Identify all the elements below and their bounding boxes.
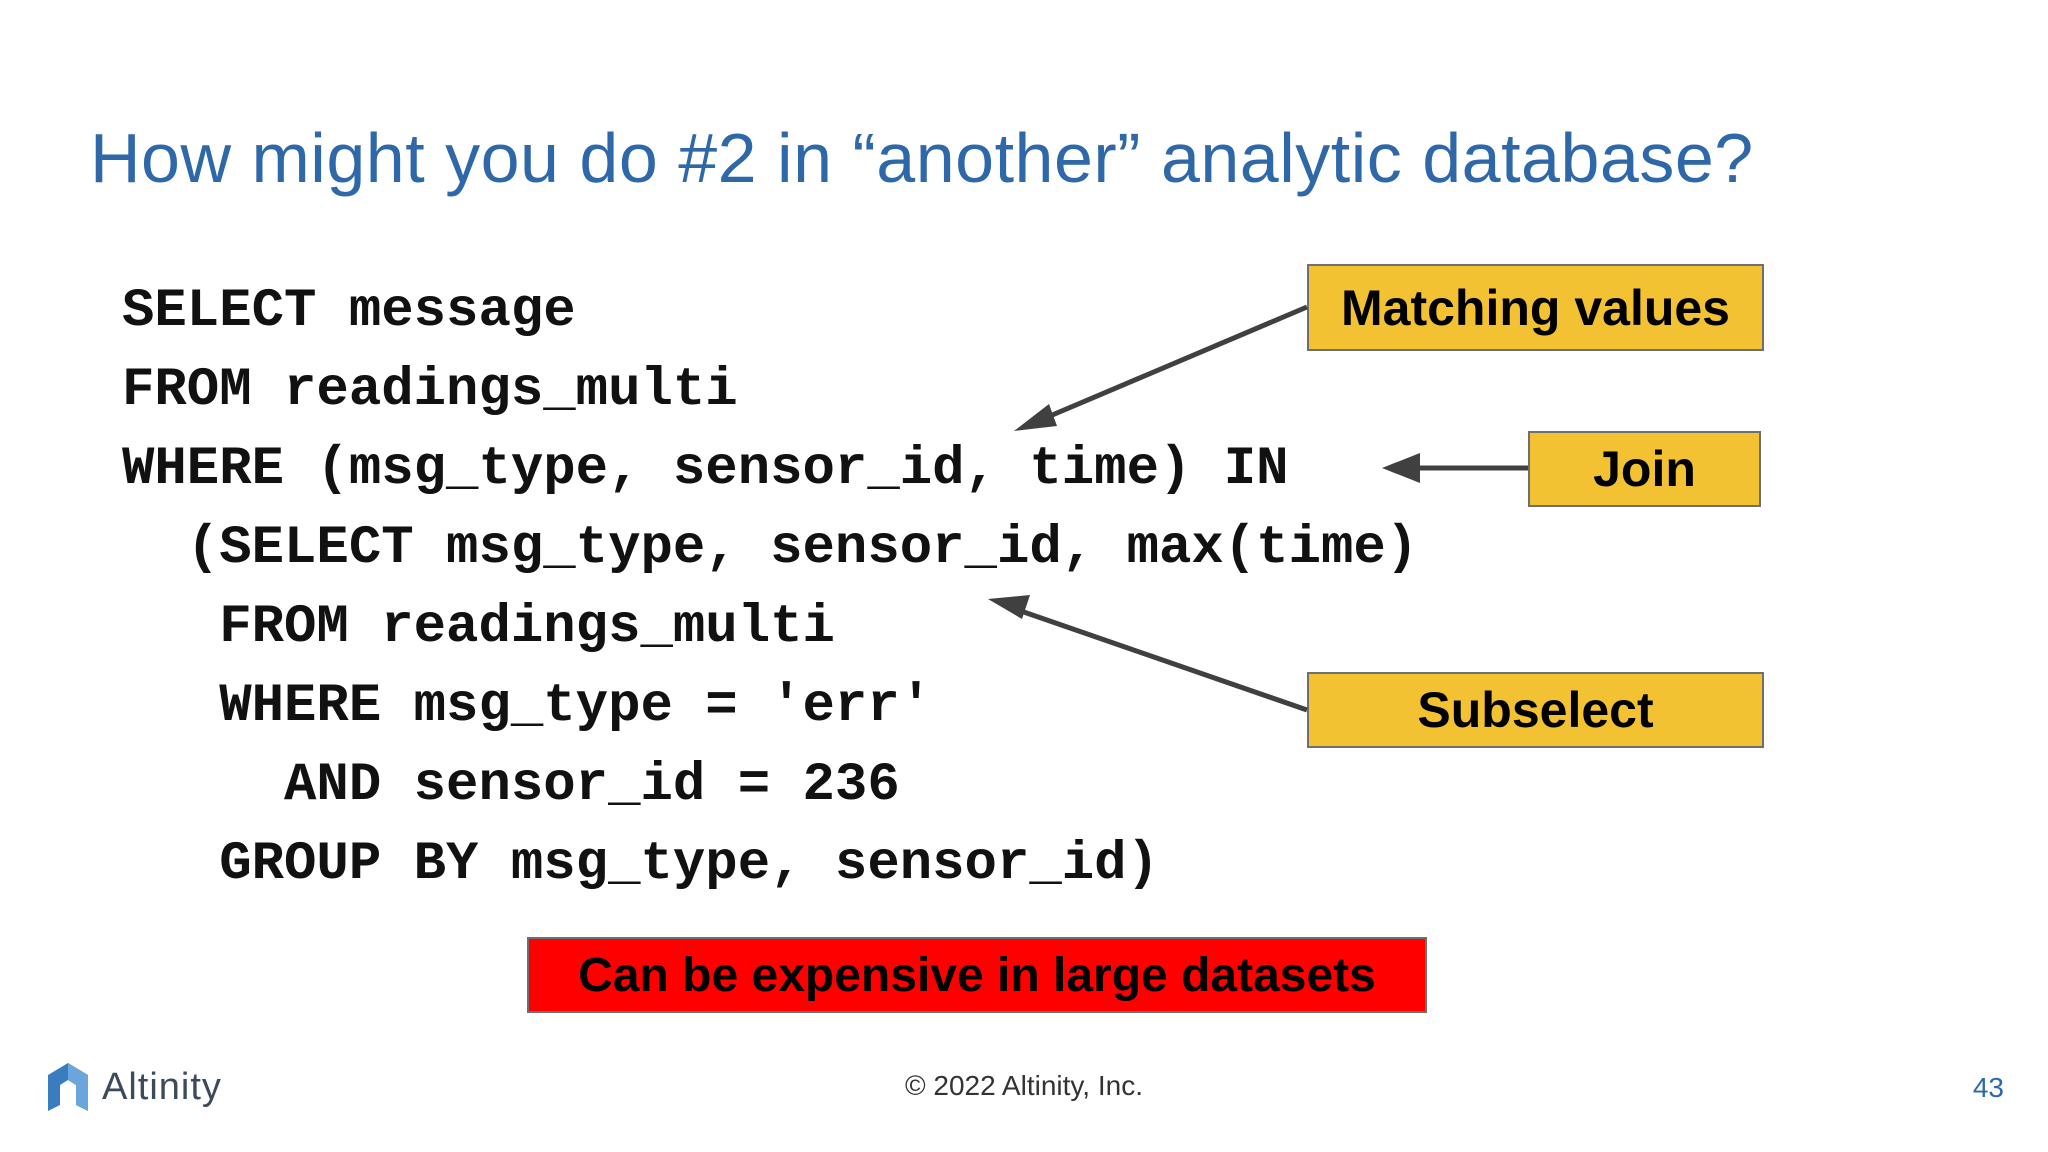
code-line: WHERE msg_type = 'err' bbox=[122, 676, 933, 737]
copyright-notice: © 2022 Altinity, Inc. bbox=[904, 1070, 1143, 1101]
code-line: AND sensor_id = 236 bbox=[122, 755, 900, 816]
code-line: FROM readings_multi bbox=[122, 360, 738, 421]
callout-join: Join bbox=[1528, 431, 1761, 507]
code-line: SELECT message bbox=[122, 281, 576, 342]
slide-title: How might you do #2 in “another” analyti… bbox=[90, 119, 1754, 197]
arrow-subselect bbox=[1017, 607, 1308, 713]
code-line: WHERE (msg_type, sensor_id, time) IN bbox=[122, 439, 1289, 500]
warning-banner: Can be expensive in large datasets bbox=[527, 937, 1427, 1013]
code-line: GROUP BY msg_type, sensor_id) bbox=[122, 834, 1159, 895]
sql-code-block: SELECT message FROM readings_multi WHERE… bbox=[122, 272, 1418, 904]
logo-wordmark: Altinity bbox=[102, 1065, 222, 1108]
arrowhead-join bbox=[1382, 453, 1420, 483]
callout-subselect: Subselect bbox=[1307, 672, 1764, 748]
callout-matching-values: Matching values bbox=[1307, 264, 1764, 351]
code-line: FROM readings_multi bbox=[122, 597, 835, 658]
code-line: (SELECT msg_type, sensor_id, max(time) bbox=[122, 518, 1419, 579]
altinity-logo-icon bbox=[48, 1063, 88, 1111]
page-number: 43 bbox=[1972, 1072, 2004, 1103]
arrowhead-subselect bbox=[988, 595, 1030, 619]
arrowhead-matching-values bbox=[1014, 404, 1057, 431]
altinity-logo: Altinity bbox=[46, 1061, 222, 1113]
arrow-matching-values bbox=[1023, 304, 1308, 430]
